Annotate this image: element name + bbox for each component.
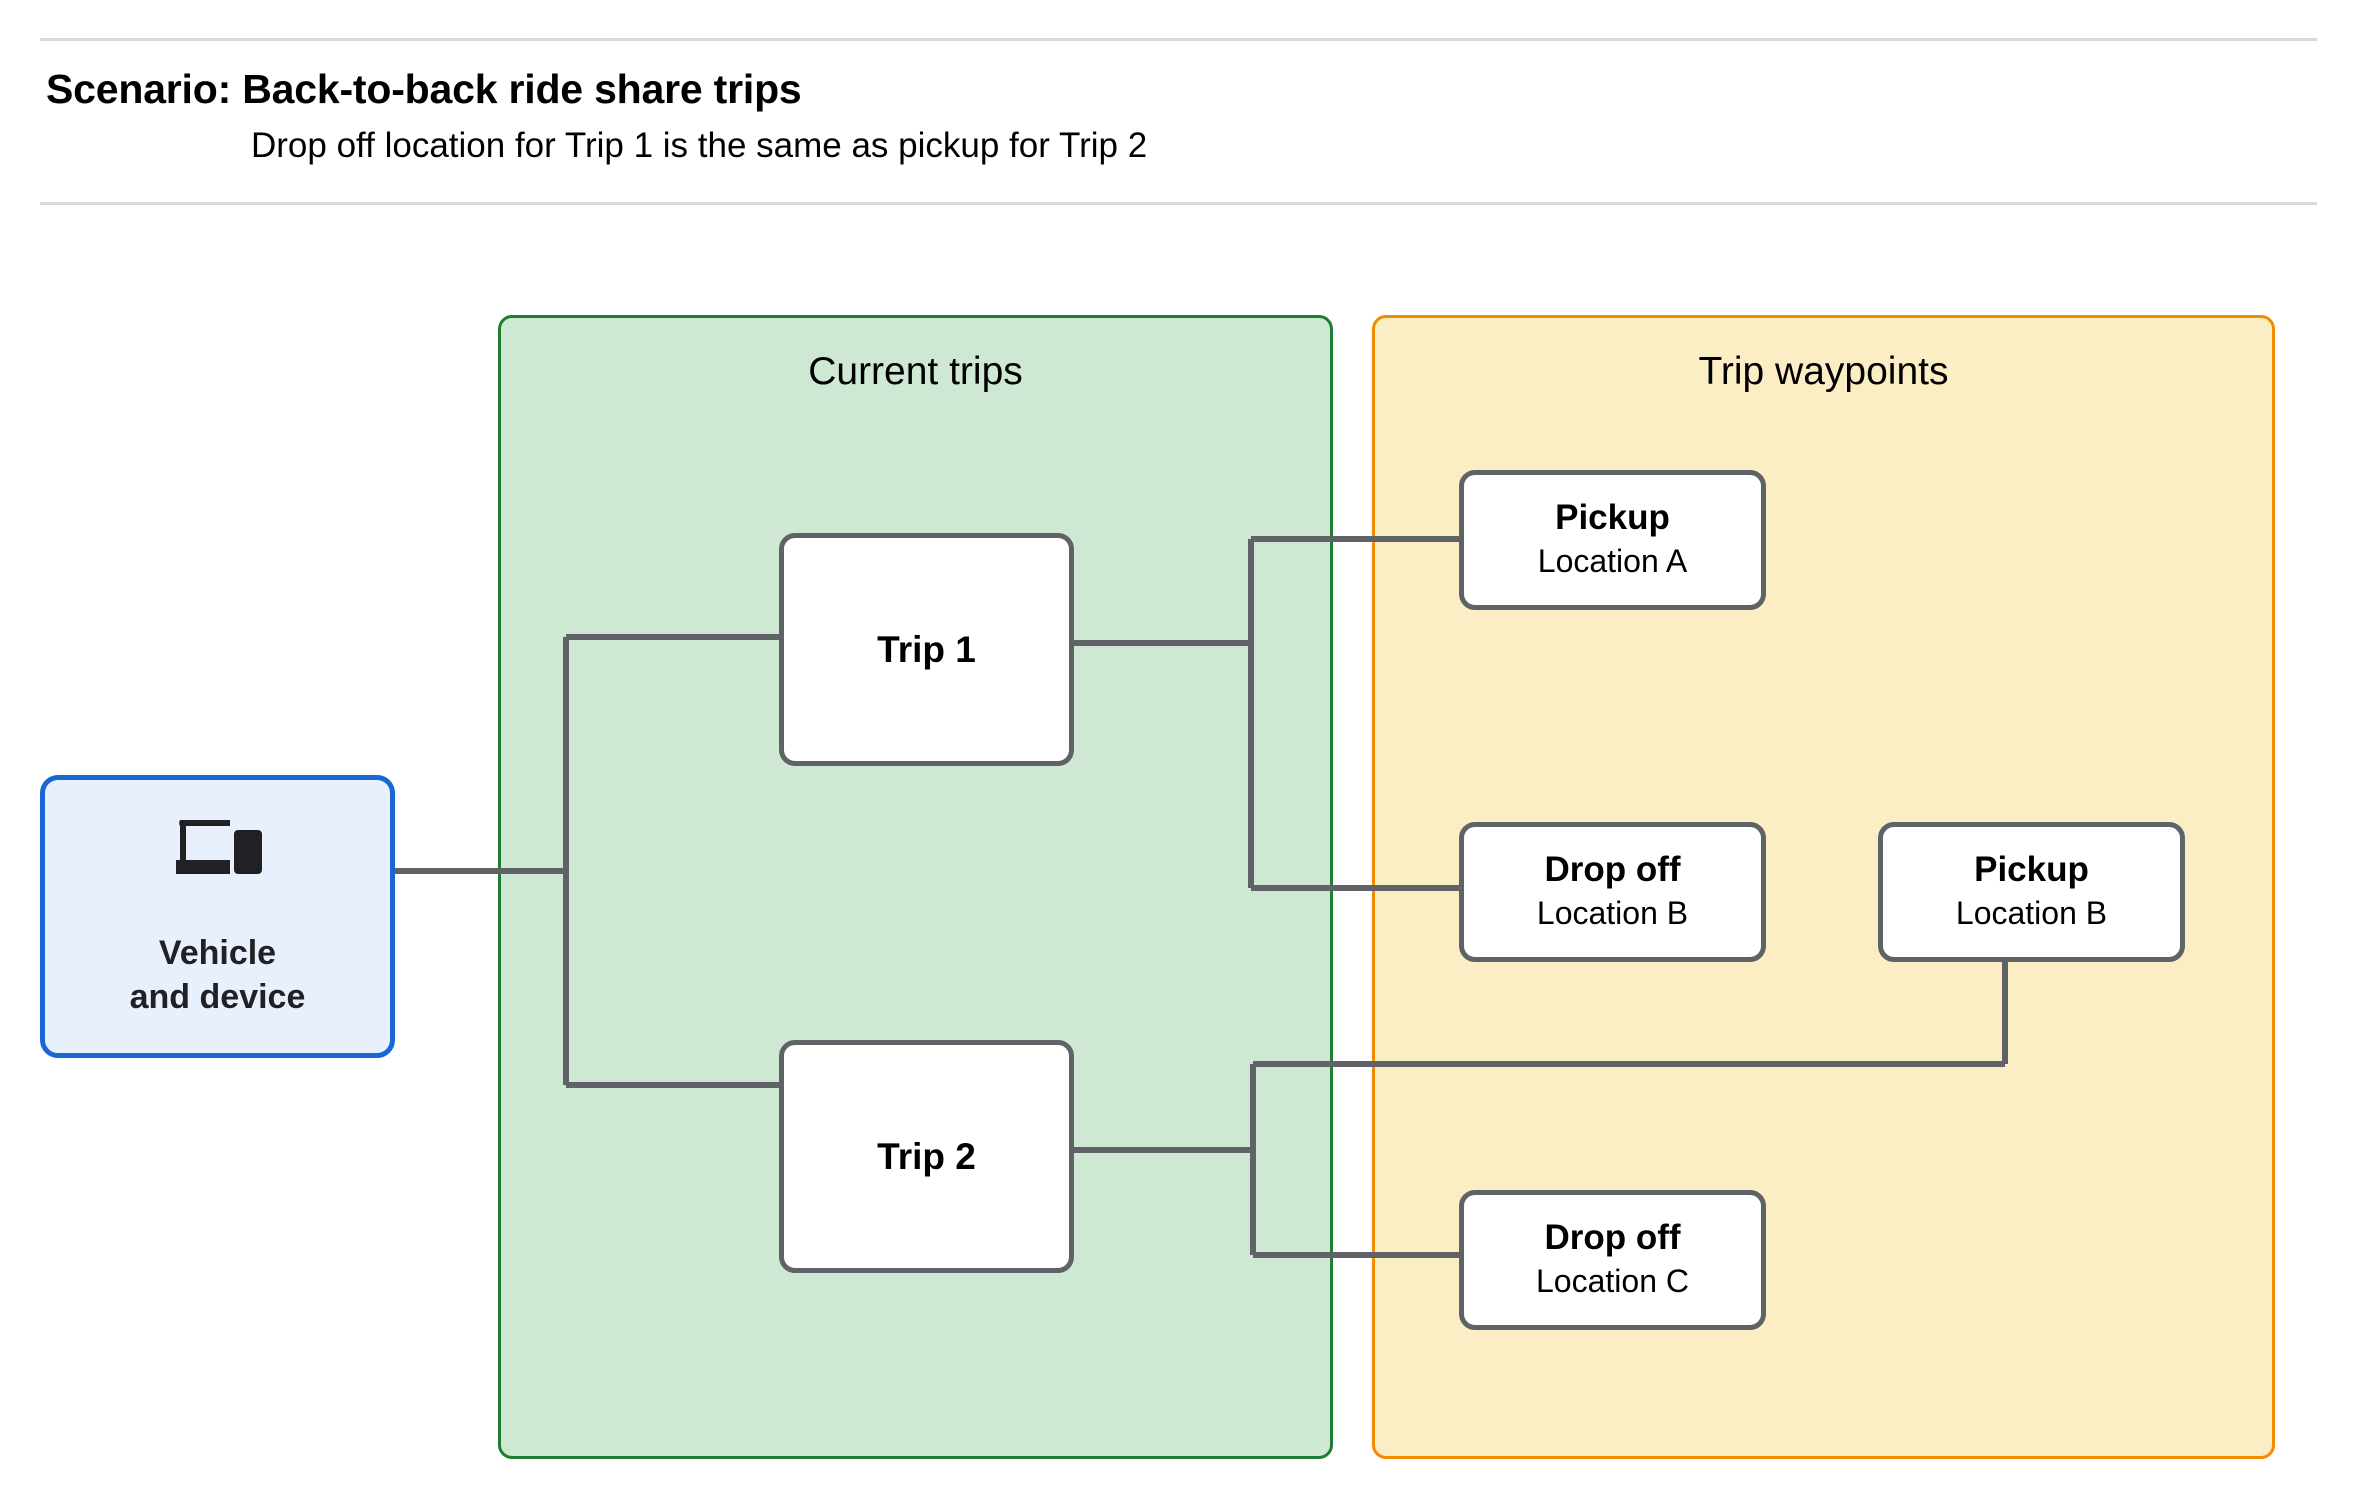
waypoint-type: Drop off (1544, 1217, 1681, 1257)
node-trip-1[interactable]: Trip 1 (779, 533, 1074, 766)
node-trip-2[interactable]: Trip 2 (779, 1040, 1074, 1273)
waypoint-location: Location C (1536, 1262, 1689, 1299)
node-waypoint-dropoff-c[interactable]: Drop off Location C (1459, 1190, 1766, 1330)
panel-trip-waypoints-title: Trip waypoints (1698, 350, 1949, 393)
node-vehicle-and-device[interactable]: Vehicle and device (40, 775, 395, 1058)
waypoint-type: Pickup (1974, 849, 2089, 889)
node-waypoint-dropoff-b[interactable]: Drop off Location B (1459, 822, 1766, 962)
waypoint-location: Location A (1537, 542, 1688, 579)
panel-current-trips: Current trips (498, 315, 1333, 1459)
node-waypoint-pickup-b[interactable]: Pickup Location B (1878, 822, 2185, 962)
header-top-rule (40, 38, 2317, 41)
waypoint-type: Pickup (1555, 497, 1670, 537)
header-bottom-rule (40, 202, 2317, 205)
node-waypoint-pickup-a[interactable]: Pickup Location A (1459, 470, 1766, 610)
waypoint-location: Location B (1955, 894, 2108, 931)
vehicle-label-line-1: Vehicle (158, 933, 277, 972)
trip-2-label: Trip 2 (877, 1135, 976, 1177)
page-subtitle: Drop off location for Trip 1 is the same… (251, 126, 1148, 165)
devices-icon (175, 819, 262, 874)
panel-current-trips-title: Current trips (808, 350, 1023, 393)
page-title: Scenario: Back-to-back ride share trips (46, 66, 802, 112)
waypoint-type: Drop off (1544, 849, 1681, 889)
vehicle-label-line-2: and device (129, 977, 306, 1016)
trip-1-label: Trip 1 (877, 628, 976, 670)
waypoint-location: Location B (1536, 894, 1689, 931)
